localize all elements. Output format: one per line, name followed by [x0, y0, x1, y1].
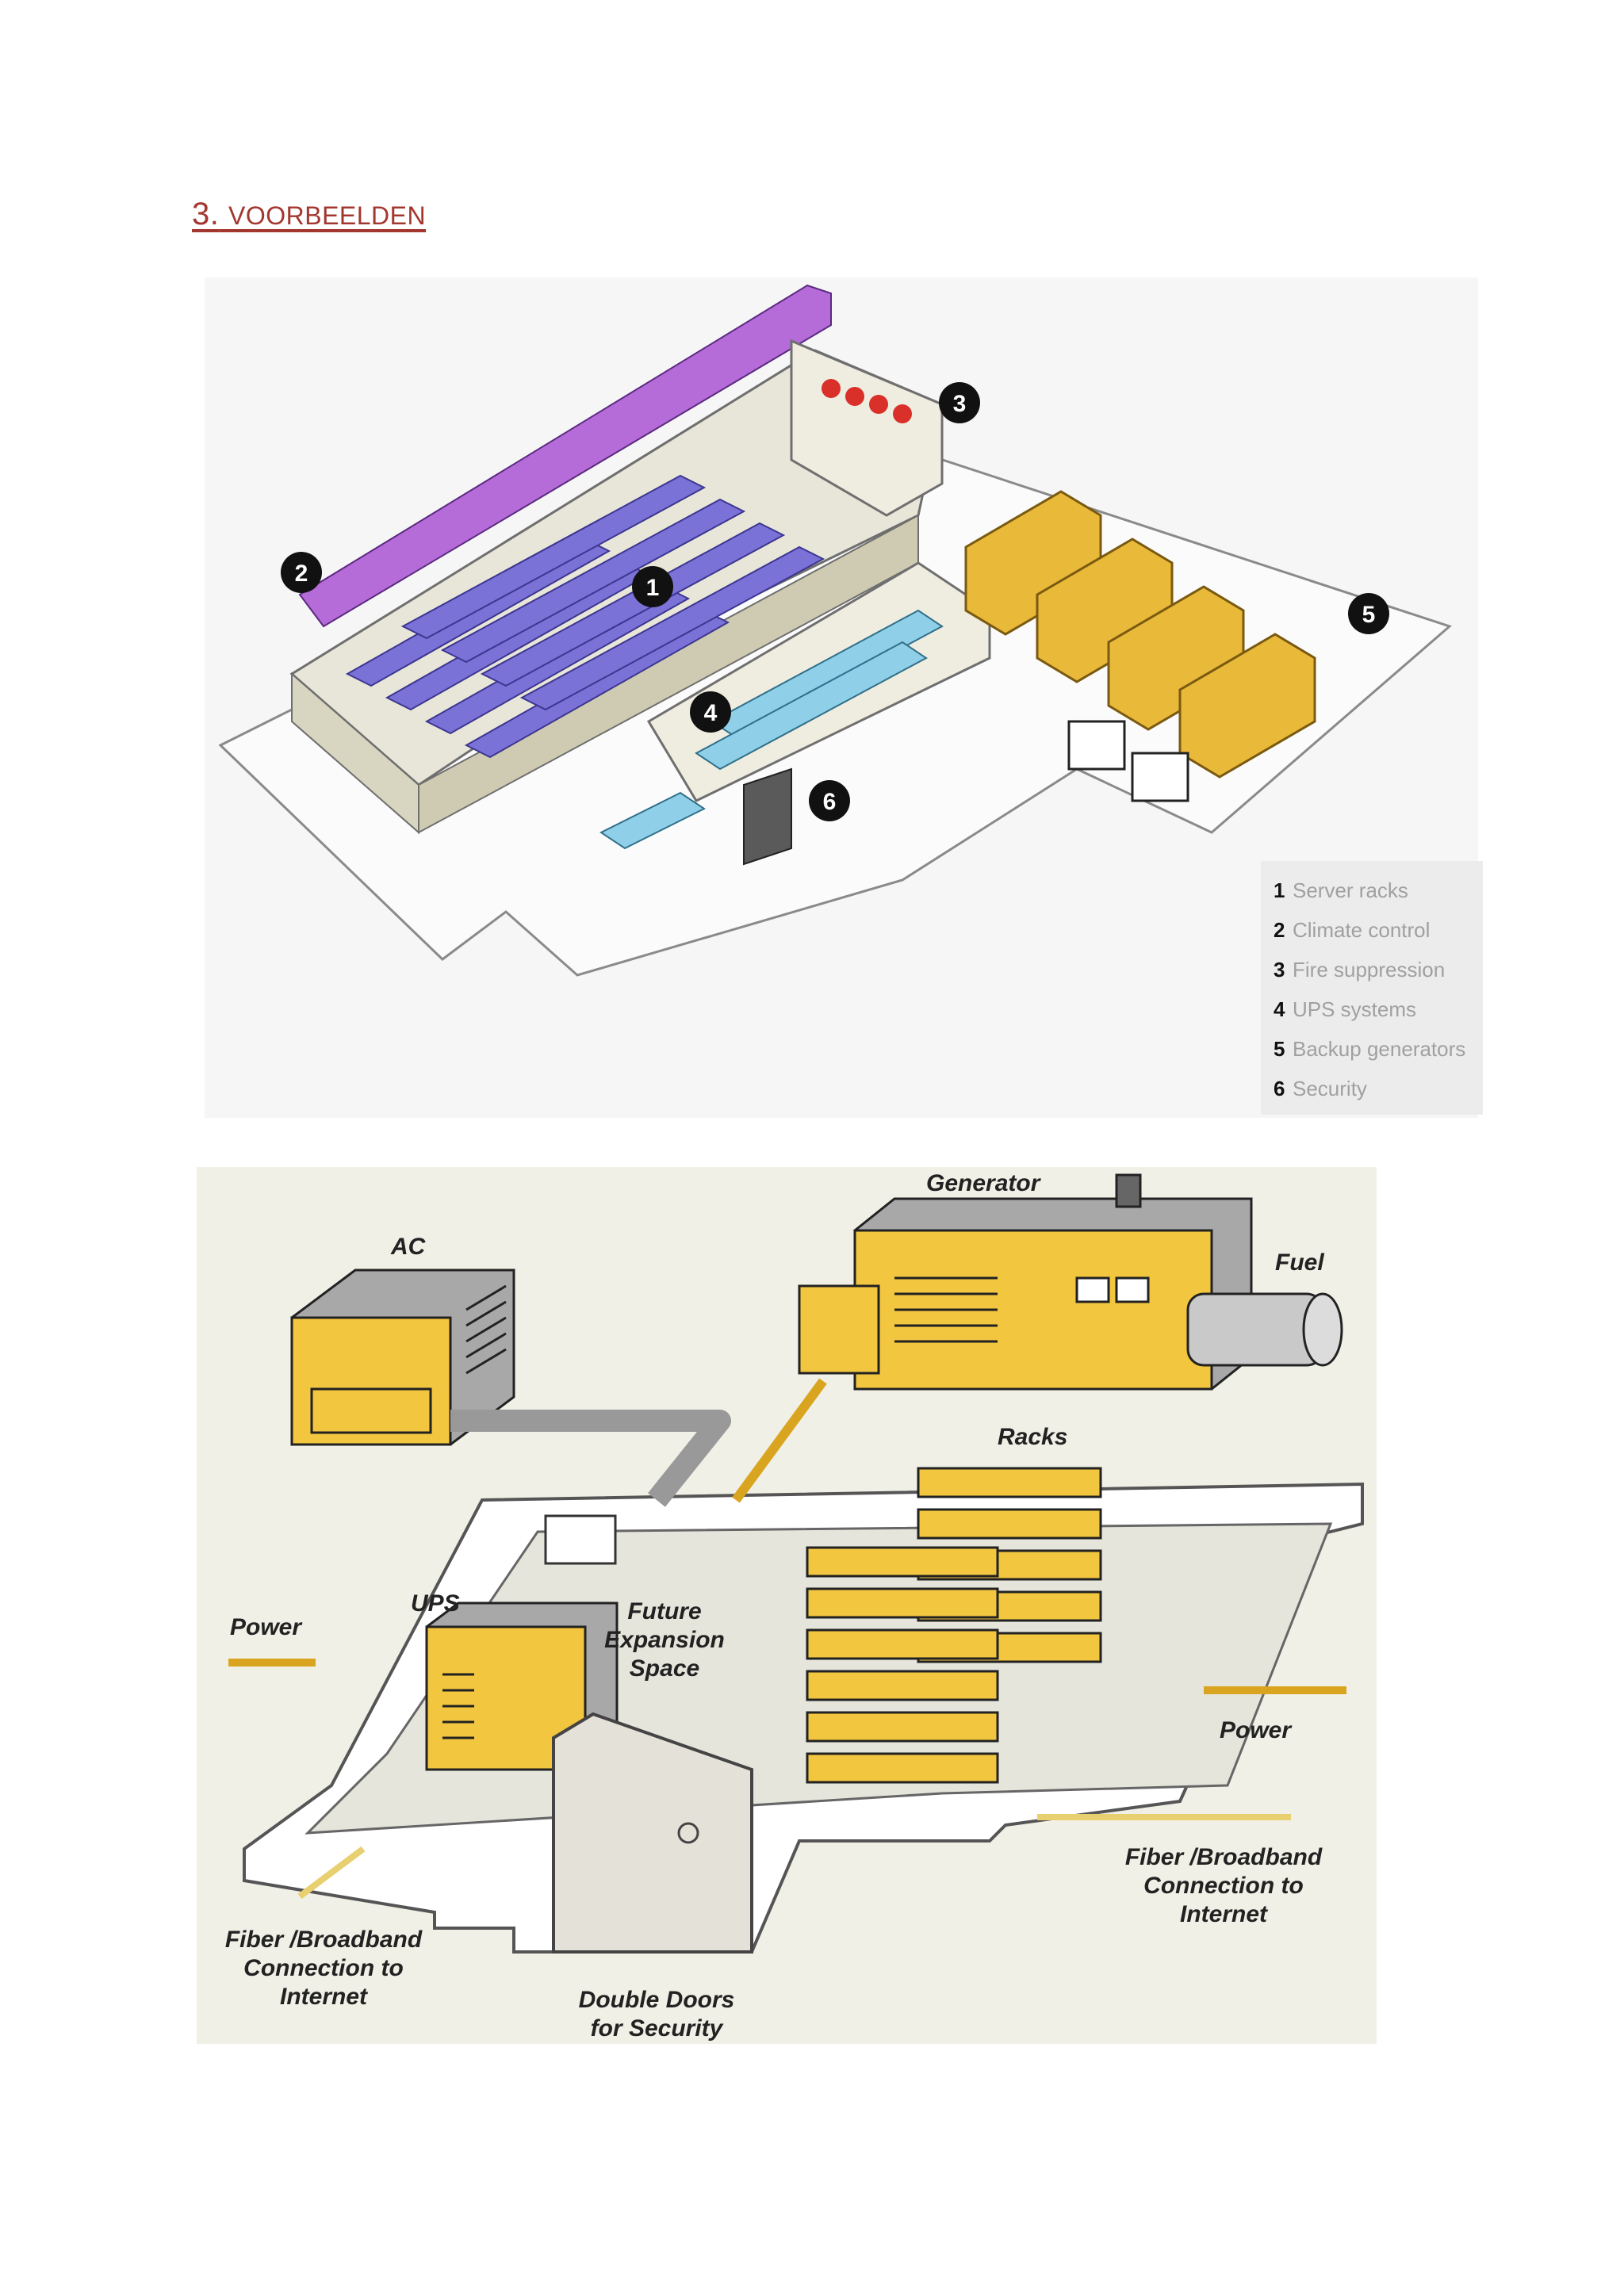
label-fiber-left-1: Fiber /Broadband — [225, 1927, 423, 1953]
fuel-tank — [1186, 1292, 1343, 1367]
label-power-right: Power — [1220, 1717, 1293, 1743]
section-heading: 3. Voorbeelden — [192, 197, 426, 232]
ups-units — [599, 609, 944, 850]
label-ups: UPS — [411, 1590, 460, 1617]
svg-text:5: 5 — [1362, 602, 1376, 628]
badge-3: 3 — [939, 382, 980, 423]
datacenter-components-figure: Generator AC Fuel Racks UPS Power Power … — [197, 1167, 1377, 2044]
label-for-security: for Security — [591, 2015, 724, 2042]
label-power-left: Power — [230, 1614, 303, 1640]
label-fiber-left-2: Connection to — [243, 1955, 404, 1981]
fire-suppression-tanks — [822, 379, 912, 423]
label-fiber-right-1: Fiber /Broadband — [1125, 1844, 1323, 1870]
badge-2: 2 — [281, 552, 322, 593]
climate-control-units — [298, 284, 832, 628]
cooling-units — [1067, 720, 1189, 802]
ac-unit — [290, 1269, 515, 1446]
label-space: Space — [630, 1655, 699, 1682]
datacenter-isometric-figure: 1 2 3 4 5 6 — [205, 277, 1478, 1118]
label-racks: Racks — [998, 1424, 1067, 1450]
svg-text:2: 2 — [295, 561, 308, 587]
label-expansion: Expansion — [604, 1627, 725, 1653]
svg-text:4: 4 — [704, 700, 718, 726]
badge-5: 5 — [1348, 593, 1389, 634]
badge-4: 4 — [690, 691, 731, 733]
server-racks — [806, 1467, 1102, 1784]
svg-text:1: 1 — [646, 575, 660, 601]
label-ac: AC — [390, 1234, 427, 1260]
vent — [544, 1514, 617, 1565]
badge-6: 6 — [809, 780, 850, 821]
server-racks — [345, 474, 825, 759]
badge-1: 1 — [632, 566, 673, 607]
backup-generators — [964, 490, 1316, 779]
label-generator: Generator — [926, 1170, 1042, 1196]
generator-cable — [732, 1378, 827, 1503]
generator-unit — [798, 1173, 1253, 1391]
fiber-cable-left — [297, 1846, 366, 1900]
section-title: Voorbeelden — [228, 201, 427, 230]
label-fuel: Fuel — [1275, 1249, 1324, 1276]
svg-text:6: 6 — [823, 789, 837, 815]
label-fiber-right-2: Connection to — [1143, 1873, 1304, 1899]
double-doors — [552, 1712, 753, 1954]
label-future: Future — [627, 1598, 701, 1624]
label-double-doors: Double Doors — [579, 1987, 735, 2013]
section-number: 3. — [192, 197, 220, 232]
svg-text:3: 3 — [953, 391, 967, 417]
label-fiber-right-3: Internet — [1180, 1901, 1269, 1927]
ac-duct — [450, 1410, 731, 1507]
security-booth — [743, 767, 792, 866]
label-fiber-left-3: Internet — [280, 1984, 369, 2010]
